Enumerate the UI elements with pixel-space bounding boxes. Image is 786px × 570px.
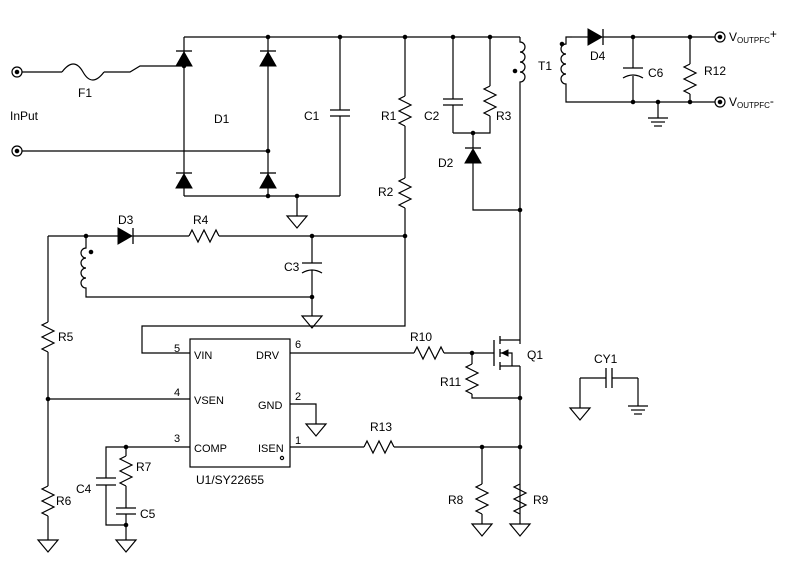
label-r12: R12 (704, 64, 726, 78)
capacitor-c3 (301, 262, 323, 274)
ic-pin5-number: 5 (174, 343, 180, 355)
diode-d3 (117, 227, 134, 245)
label-r3: R3 (496, 109, 512, 123)
label-r9: R9 (533, 493, 549, 507)
label-c4: C4 (76, 482, 92, 496)
resistor-r7 (118, 455, 134, 487)
label-c1: C1 (304, 109, 320, 123)
capacitor-c4 (96, 477, 116, 486)
ic-pin6-number: 6 (295, 339, 301, 351)
ground-symbol (508, 523, 532, 537)
ic-pin-isen: ISEN (258, 443, 284, 455)
ic-pin2-number: 2 (295, 391, 301, 403)
label-r2: R2 (378, 185, 394, 199)
label-r7: R7 (136, 460, 152, 474)
aux-winding (80, 236, 312, 298)
resistor-r10 (413, 345, 445, 361)
label-cy1: CY1 (594, 352, 618, 366)
input-terminal-bottom (11, 145, 23, 157)
ic-pin4-number: 4 (174, 387, 180, 399)
resistor-r6 (40, 485, 56, 517)
label-c2: C2 (424, 109, 440, 123)
diode-d4 (587, 28, 604, 46)
label-c6: C6 (648, 66, 664, 80)
resistor-r2 (397, 177, 413, 209)
label-r1: R1 (381, 109, 397, 123)
resistor-r4 (188, 228, 220, 244)
ic-pin3-number: 3 (174, 433, 180, 445)
transformer-t1-primary (519, 37, 526, 344)
output-terminal-negative (714, 96, 726, 108)
label-t1: T1 (538, 59, 552, 73)
label-q1: Q1 (527, 348, 543, 362)
label-r5: R5 (58, 330, 74, 344)
label-r8: R8 (448, 493, 464, 507)
label-d3: D3 (118, 213, 134, 227)
capacitor-c6 (622, 67, 644, 79)
bridge-diode (175, 50, 277, 189)
capacitor-c5 (116, 507, 136, 515)
capacitor-cy1 (580, 368, 638, 388)
ground-symbol (568, 407, 592, 421)
output-negative-label: VOUTPFC- (729, 94, 774, 110)
resistor-r5 (40, 321, 56, 353)
resistor-r12 (682, 63, 698, 95)
ground-symbol (36, 539, 60, 553)
ground-symbol (470, 523, 494, 537)
ground-symbol (285, 215, 309, 229)
transformer-t1-secondary (560, 36, 715, 103)
controller-ic (189, 338, 291, 468)
label-c5: C5 (140, 507, 156, 521)
earth-ground-symbol (628, 405, 648, 415)
input-label: InPut (10, 109, 39, 123)
ic-pin-comp: COMP (194, 443, 227, 455)
label-r10: R10 (410, 330, 432, 344)
label-r4: R4 (193, 213, 209, 227)
output-terminal-positive (714, 31, 726, 43)
ic-pin-vin: VIN (194, 350, 212, 362)
ic-pin1-number: 1 (295, 435, 301, 447)
label-f1: F1 (78, 86, 92, 100)
ic-label: U1/SY22655 (196, 473, 264, 487)
resistor-r3 (482, 85, 498, 117)
resistor-r9 (512, 483, 528, 515)
earth-ground-symbol (648, 117, 668, 127)
resistor-r8 (474, 483, 490, 515)
resistor-r1 (397, 95, 413, 127)
resistor-r13 (363, 439, 395, 455)
ic-pin-gnd: GND (258, 400, 283, 412)
label-r13: R13 (370, 420, 392, 434)
label-d1: D1 (214, 112, 230, 126)
label-d2: D2 (438, 156, 454, 170)
ground-symbol (114, 539, 138, 553)
resistor-r11 (464, 363, 480, 395)
label-r11: R11 (440, 375, 461, 389)
capacitor-c2 (443, 98, 463, 106)
capacitor-c1 (330, 109, 350, 117)
mosfet-q1 (493, 336, 520, 370)
ic-pin-vsen: VSEN (194, 395, 224, 407)
input-terminal-top (11, 66, 23, 78)
label-d4: D4 (590, 49, 606, 63)
label-r6: R6 (56, 494, 72, 508)
ground-symbol (304, 423, 328, 437)
label-c3: C3 (284, 260, 300, 274)
diode-d2 (464, 147, 482, 164)
output-positive-label: VOUTPFC+ (729, 27, 777, 45)
ic-pin-drv: DRV (256, 350, 280, 362)
fuse-f1 (61, 63, 105, 81)
ground-symbol (300, 315, 324, 329)
